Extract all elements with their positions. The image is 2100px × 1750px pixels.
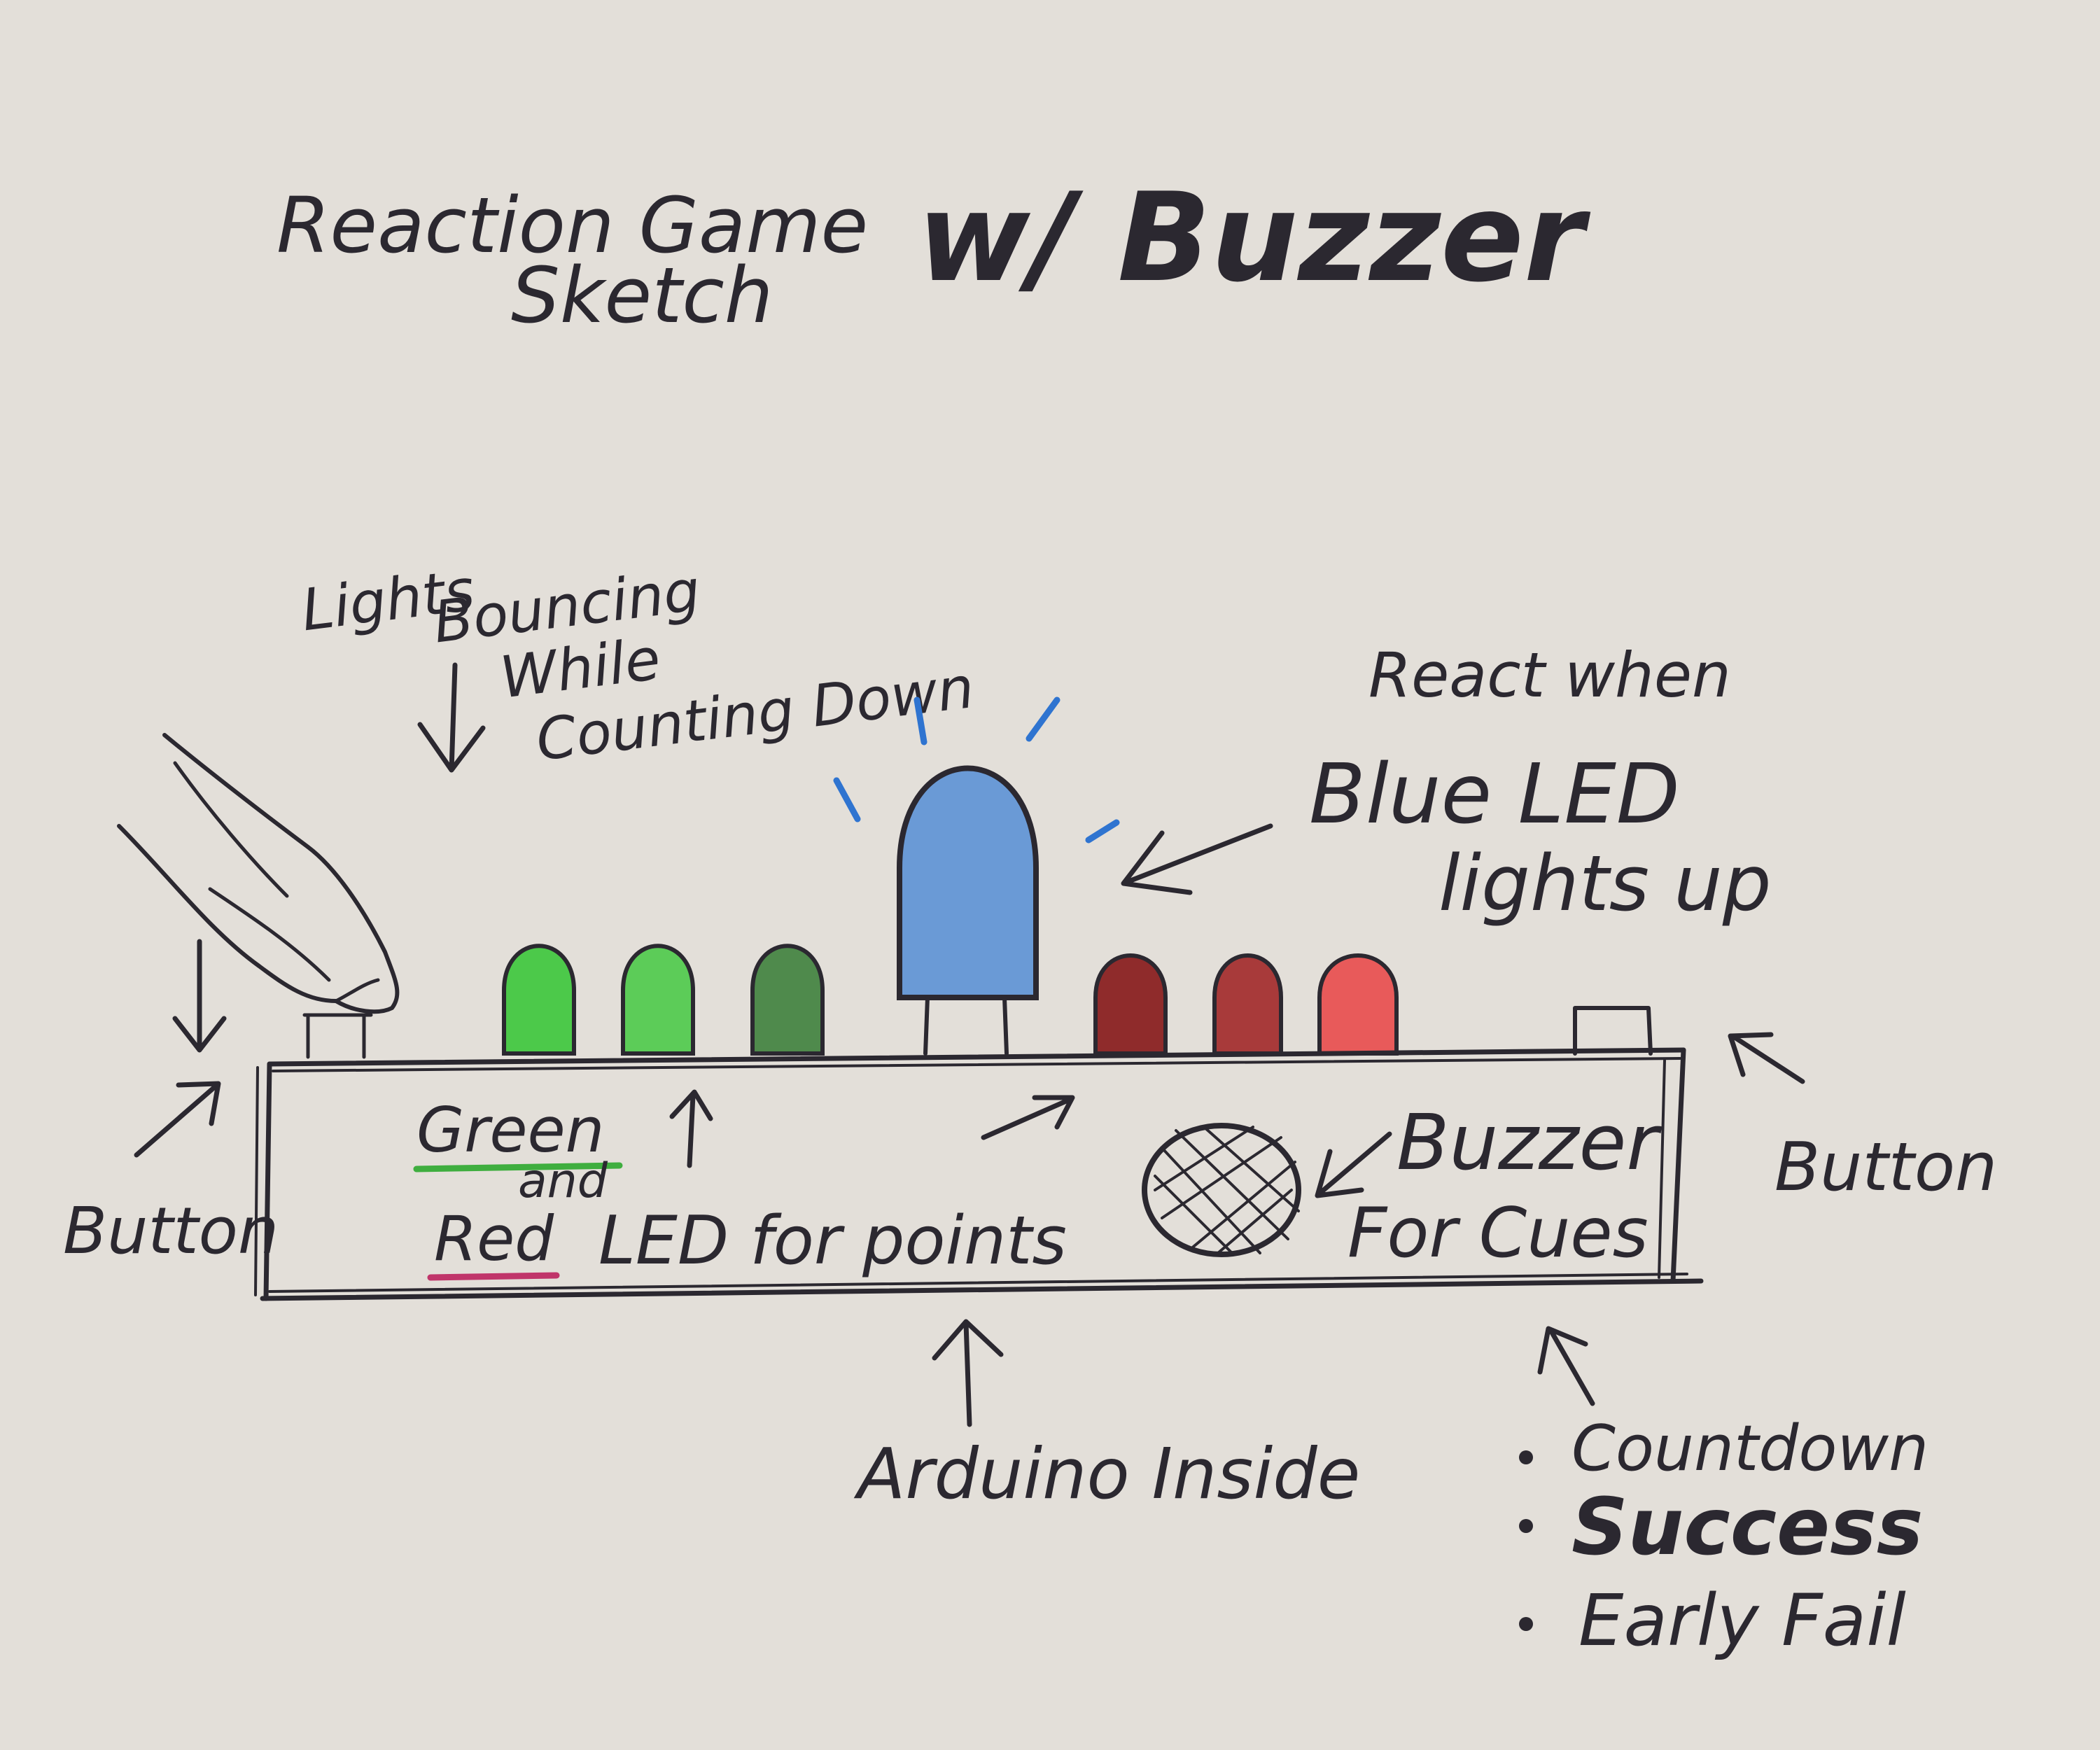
red-led-2 [1212, 953, 1283, 1056]
green-underline [413, 1162, 623, 1172]
cue-early-fail: Early Fail [1578, 1579, 1906, 1662]
cue-item: Countdown [1519, 1412, 1928, 1485]
title-line1: Reaction Game [276, 181, 868, 270]
red-label: Red [434, 1203, 554, 1275]
bullet-icon [1519, 1450, 1533, 1464]
red-led-1 [1093, 953, 1168, 1056]
arduino-inside-label: Arduino Inside [853, 1433, 1360, 1515]
lights-up-label: lights up [1438, 839, 1772, 928]
arrow-to-buzzer-icon [1315, 1131, 1392, 1198]
arduino-up-arrow-icon [932, 1319, 1004, 1427]
left-button-arrow-icon [134, 1081, 221, 1158]
hand-icon [117, 733, 400, 1059]
blue-light-rays-icon [833, 696, 1120, 844]
cue-success: Success [1572, 1482, 1923, 1573]
green-led-2 [621, 944, 695, 1056]
led-row [502, 696, 1399, 1056]
cue-item: Early Fail [1519, 1579, 1906, 1662]
enclosure-box [254, 1047, 1704, 1301]
for-cues-label: For Cues [1348, 1194, 1648, 1273]
red-led-3 [1317, 953, 1399, 1056]
title-suffix: w/ Buzzer [917, 167, 1591, 309]
lights-bouncing-note: Lights Bouncing While Counting Down [298, 557, 978, 774]
title: Reaction Game Sketch w/ Buzzer [276, 167, 1591, 340]
led-body [1093, 953, 1168, 1056]
cue-list: Countdown Success Early Fail [1519, 1412, 1928, 1662]
led-body [621, 944, 695, 1056]
green-led-3 [750, 944, 825, 1056]
green-led-1 [502, 944, 576, 1056]
blue-led [833, 696, 1120, 1056]
blue-led-label: Blue LED [1309, 746, 1680, 842]
react-when-label: React when [1368, 639, 1731, 711]
led-body [750, 944, 825, 1056]
button-left-label: Button [63, 1194, 279, 1268]
arrow-to-blue-led-inside-icon [981, 1095, 1075, 1140]
cue-countdown: Countdown [1572, 1412, 1928, 1485]
arrow-to-green-led-icon [669, 1089, 713, 1168]
bullet-icon [1519, 1617, 1533, 1631]
right-button-icon [1573, 1006, 1653, 1056]
cues-up-arrow-icon [1537, 1326, 1595, 1406]
down-arrow-icon [417, 662, 486, 773]
led-body [502, 944, 576, 1056]
and-label: and [518, 1154, 608, 1209]
bullet-icon [1519, 1519, 1533, 1533]
title-line2: Sketch [511, 251, 774, 340]
left-button-down-arrow-icon [172, 939, 227, 1053]
green-label: Green [416, 1094, 604, 1166]
cue-item: Success [1519, 1482, 1923, 1573]
led-body [897, 765, 1039, 1000]
led-body [1317, 953, 1399, 1056]
button-right-label: Button [1774, 1129, 1997, 1206]
led-for-points-label: LED for points [598, 1203, 1067, 1280]
buzzer-icon [1142, 1123, 1301, 1257]
right-button-arrow-icon [1728, 1032, 1805, 1084]
buzzer-label: Buzzer [1396, 1098, 1662, 1187]
red-underline [427, 1272, 560, 1281]
led-body [1212, 953, 1283, 1056]
arrow-to-blue-led-icon [1121, 823, 1273, 895]
